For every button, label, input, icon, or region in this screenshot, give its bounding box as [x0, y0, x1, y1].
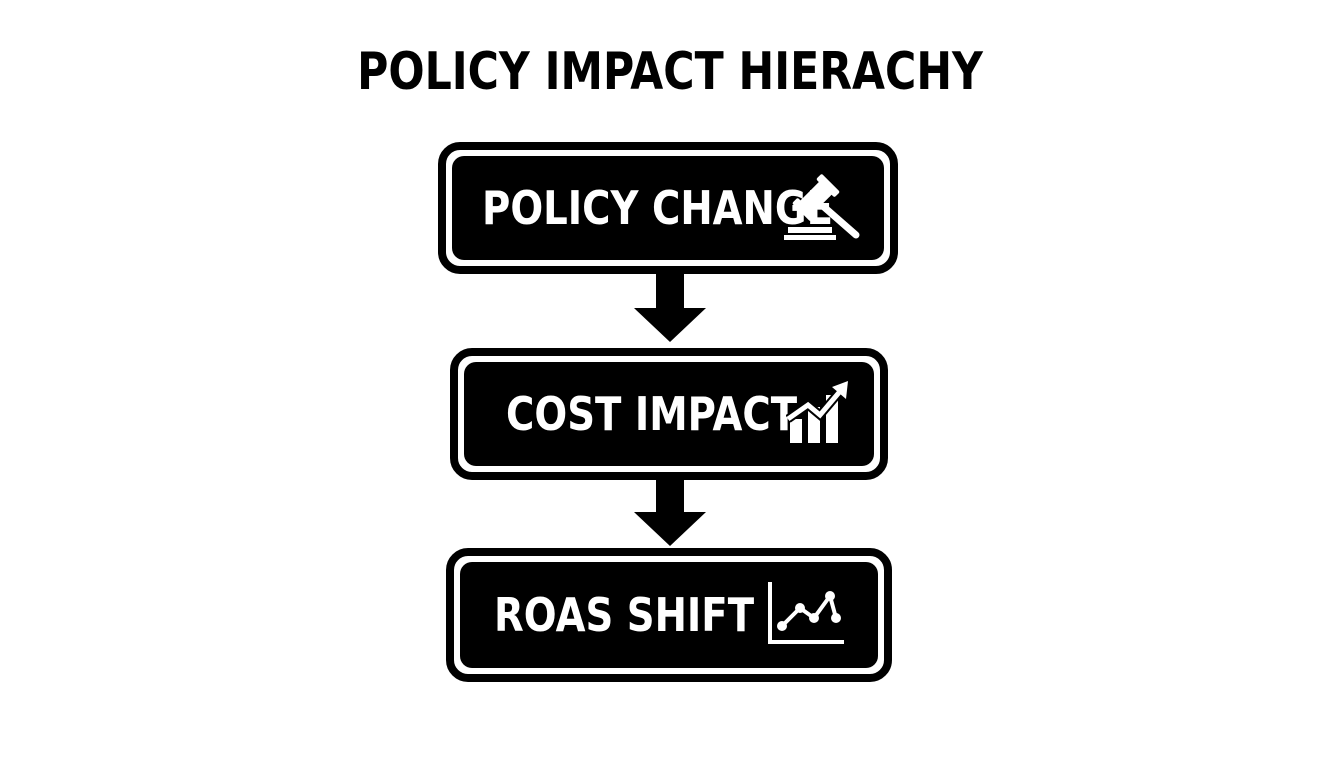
node-policy-change: POLICY CHANGE: [438, 142, 898, 274]
node-policy-change-fill: POLICY CHANGE: [452, 156, 884, 260]
diagram-title: POLICY IMPACT HIERACHY: [357, 42, 983, 102]
node-cost-impact-label: COST IMPACT: [506, 387, 798, 441]
arrow-down-2: [634, 480, 706, 552]
arrow-down-1: [634, 274, 706, 348]
node-roas-shift: ROAS SHIFT: [446, 548, 892, 682]
node-cost-impact-fill: COST IMPACT: [464, 362, 874, 466]
node-roas-shift-label: ROAS SHIFT: [494, 588, 755, 642]
gavel-icon: [782, 171, 864, 245]
node-policy-change-label: POLICY CHANGE: [482, 181, 834, 235]
node-roas-shift-fill: ROAS SHIFT: [460, 562, 878, 668]
node-cost-impact: COST IMPACT: [450, 348, 888, 480]
rising-bar-chart-icon: [785, 379, 852, 449]
line-chart-icon: [766, 580, 846, 650]
